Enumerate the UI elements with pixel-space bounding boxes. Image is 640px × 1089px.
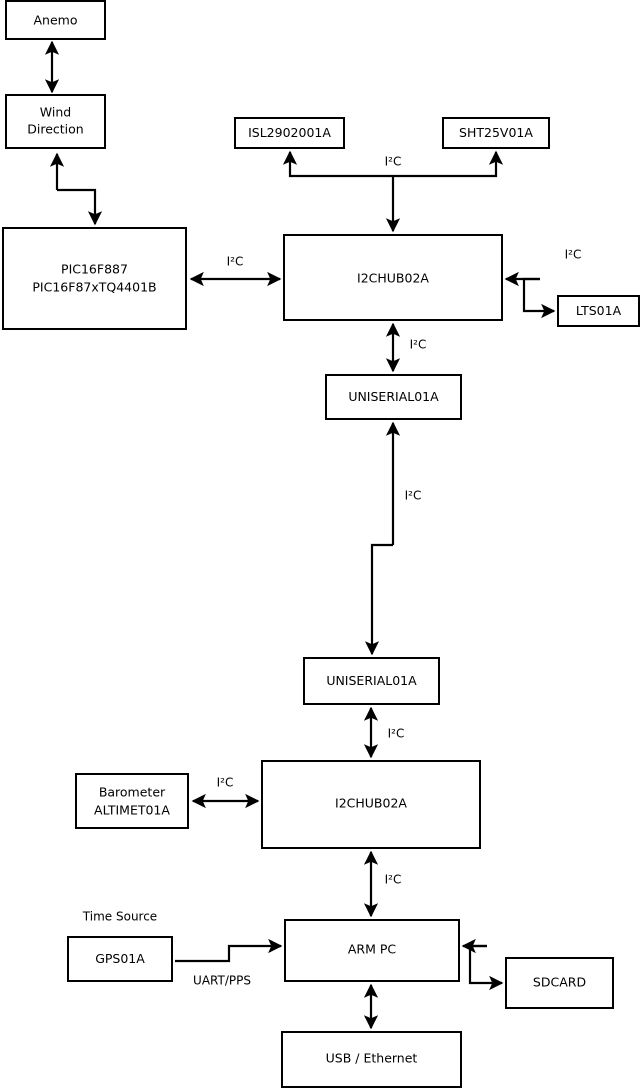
node-lts01a[interactable]: LTS01A [557,295,640,327]
node-uniserial01a-upper-label: UNISERIAL01A [348,389,439,404]
node-barometer-label-2: ALTIMET01A [94,803,170,818]
node-barometer-label-1: Barometer [99,785,166,800]
node-i2chub02a-bottom-label: I2CHUB02A [335,796,407,811]
node-sht25v01a[interactable]: SHT25V01A [442,117,550,149]
edge-label-i2c-hub-uniserial: I²C [410,338,427,352]
node-isl2902001a-label: ISL2902001A [248,125,331,140]
label-time-source: Time Source [82,910,157,924]
node-wind-direction-label-1: Wind [40,105,71,120]
edge-label-i2c-pic-hub: I²C [227,255,244,269]
node-pic-microcontroller[interactable]: PIC16F887 PIC16F87xTQ4401B [2,227,187,330]
node-lts01a-label: LTS01A [576,303,622,318]
node-wind-direction[interactable]: Wind Direction [5,94,106,149]
edge-lts-to-hubtop [522,277,556,319]
edge-sdcard-to-armpc [468,944,504,991]
edge-label-uart-pps: UART/PPS [193,974,251,988]
edge-bus-to-isl [282,150,393,178]
node-pic-label-2: PIC16F87xTQ4401B [32,280,156,295]
edge-label-i2c-sensor-bus: I²C [385,155,402,169]
node-sht25v01a-label: SHT25V01A [459,125,533,140]
node-arm-pc[interactable]: ARM PC [284,919,460,982]
node-uniserial01a-lower[interactable]: UNISERIAL01A [303,657,440,705]
node-sdcard-label: SDCARD [533,975,586,990]
node-wind-direction-label-2: Direction [27,122,83,137]
node-gps01a[interactable]: GPS01A [67,936,173,982]
node-gps01a-label: GPS01A [95,951,145,966]
edge-label-i2c-uniserial-link: I²C [405,489,422,503]
node-isl2902001a[interactable]: ISL2902001A [234,117,345,149]
node-uniserial01a-upper[interactable]: UNISERIAL01A [325,374,462,420]
node-i2chub02a-top[interactable]: I2CHUB02A [283,234,503,321]
edge-label-i2c-uniserial-hub2: I²C [388,727,405,741]
edge-label-i2c-hub-lts: I²C [565,248,582,262]
edge-label-i2c-hub2-armpc: I²C [385,873,402,887]
edge-uniserial1-uniserial2-down [364,543,393,656]
node-usb-ethernet[interactable]: USB / Ethernet [281,1031,462,1088]
node-uniserial01a-lower-label: UNISERIAL01A [326,673,417,688]
edge-winddirection-pic-elbow [57,188,103,226]
node-pic-label-1: PIC16F887 [61,262,128,277]
node-i2chub02a-top-label: I2CHUB02A [357,271,429,286]
edge-bus-to-sht [393,150,504,178]
node-barometer[interactable]: Barometer ALTIMET01A [75,773,189,829]
node-i2chub02a-bottom[interactable]: I2CHUB02A [261,760,481,849]
node-anemo-label: Anemo [34,13,78,28]
node-arm-pc-label: ARM PC [348,942,397,957]
node-sdcard[interactable]: SDCARD [505,957,614,1009]
node-anemo[interactable]: Anemo [5,0,106,40]
node-usb-ethernet-label: USB / Ethernet [326,1051,418,1066]
edge-label-i2c-barometer-hub2: I²C [217,776,234,790]
edge-gps-armpc [175,938,283,963]
